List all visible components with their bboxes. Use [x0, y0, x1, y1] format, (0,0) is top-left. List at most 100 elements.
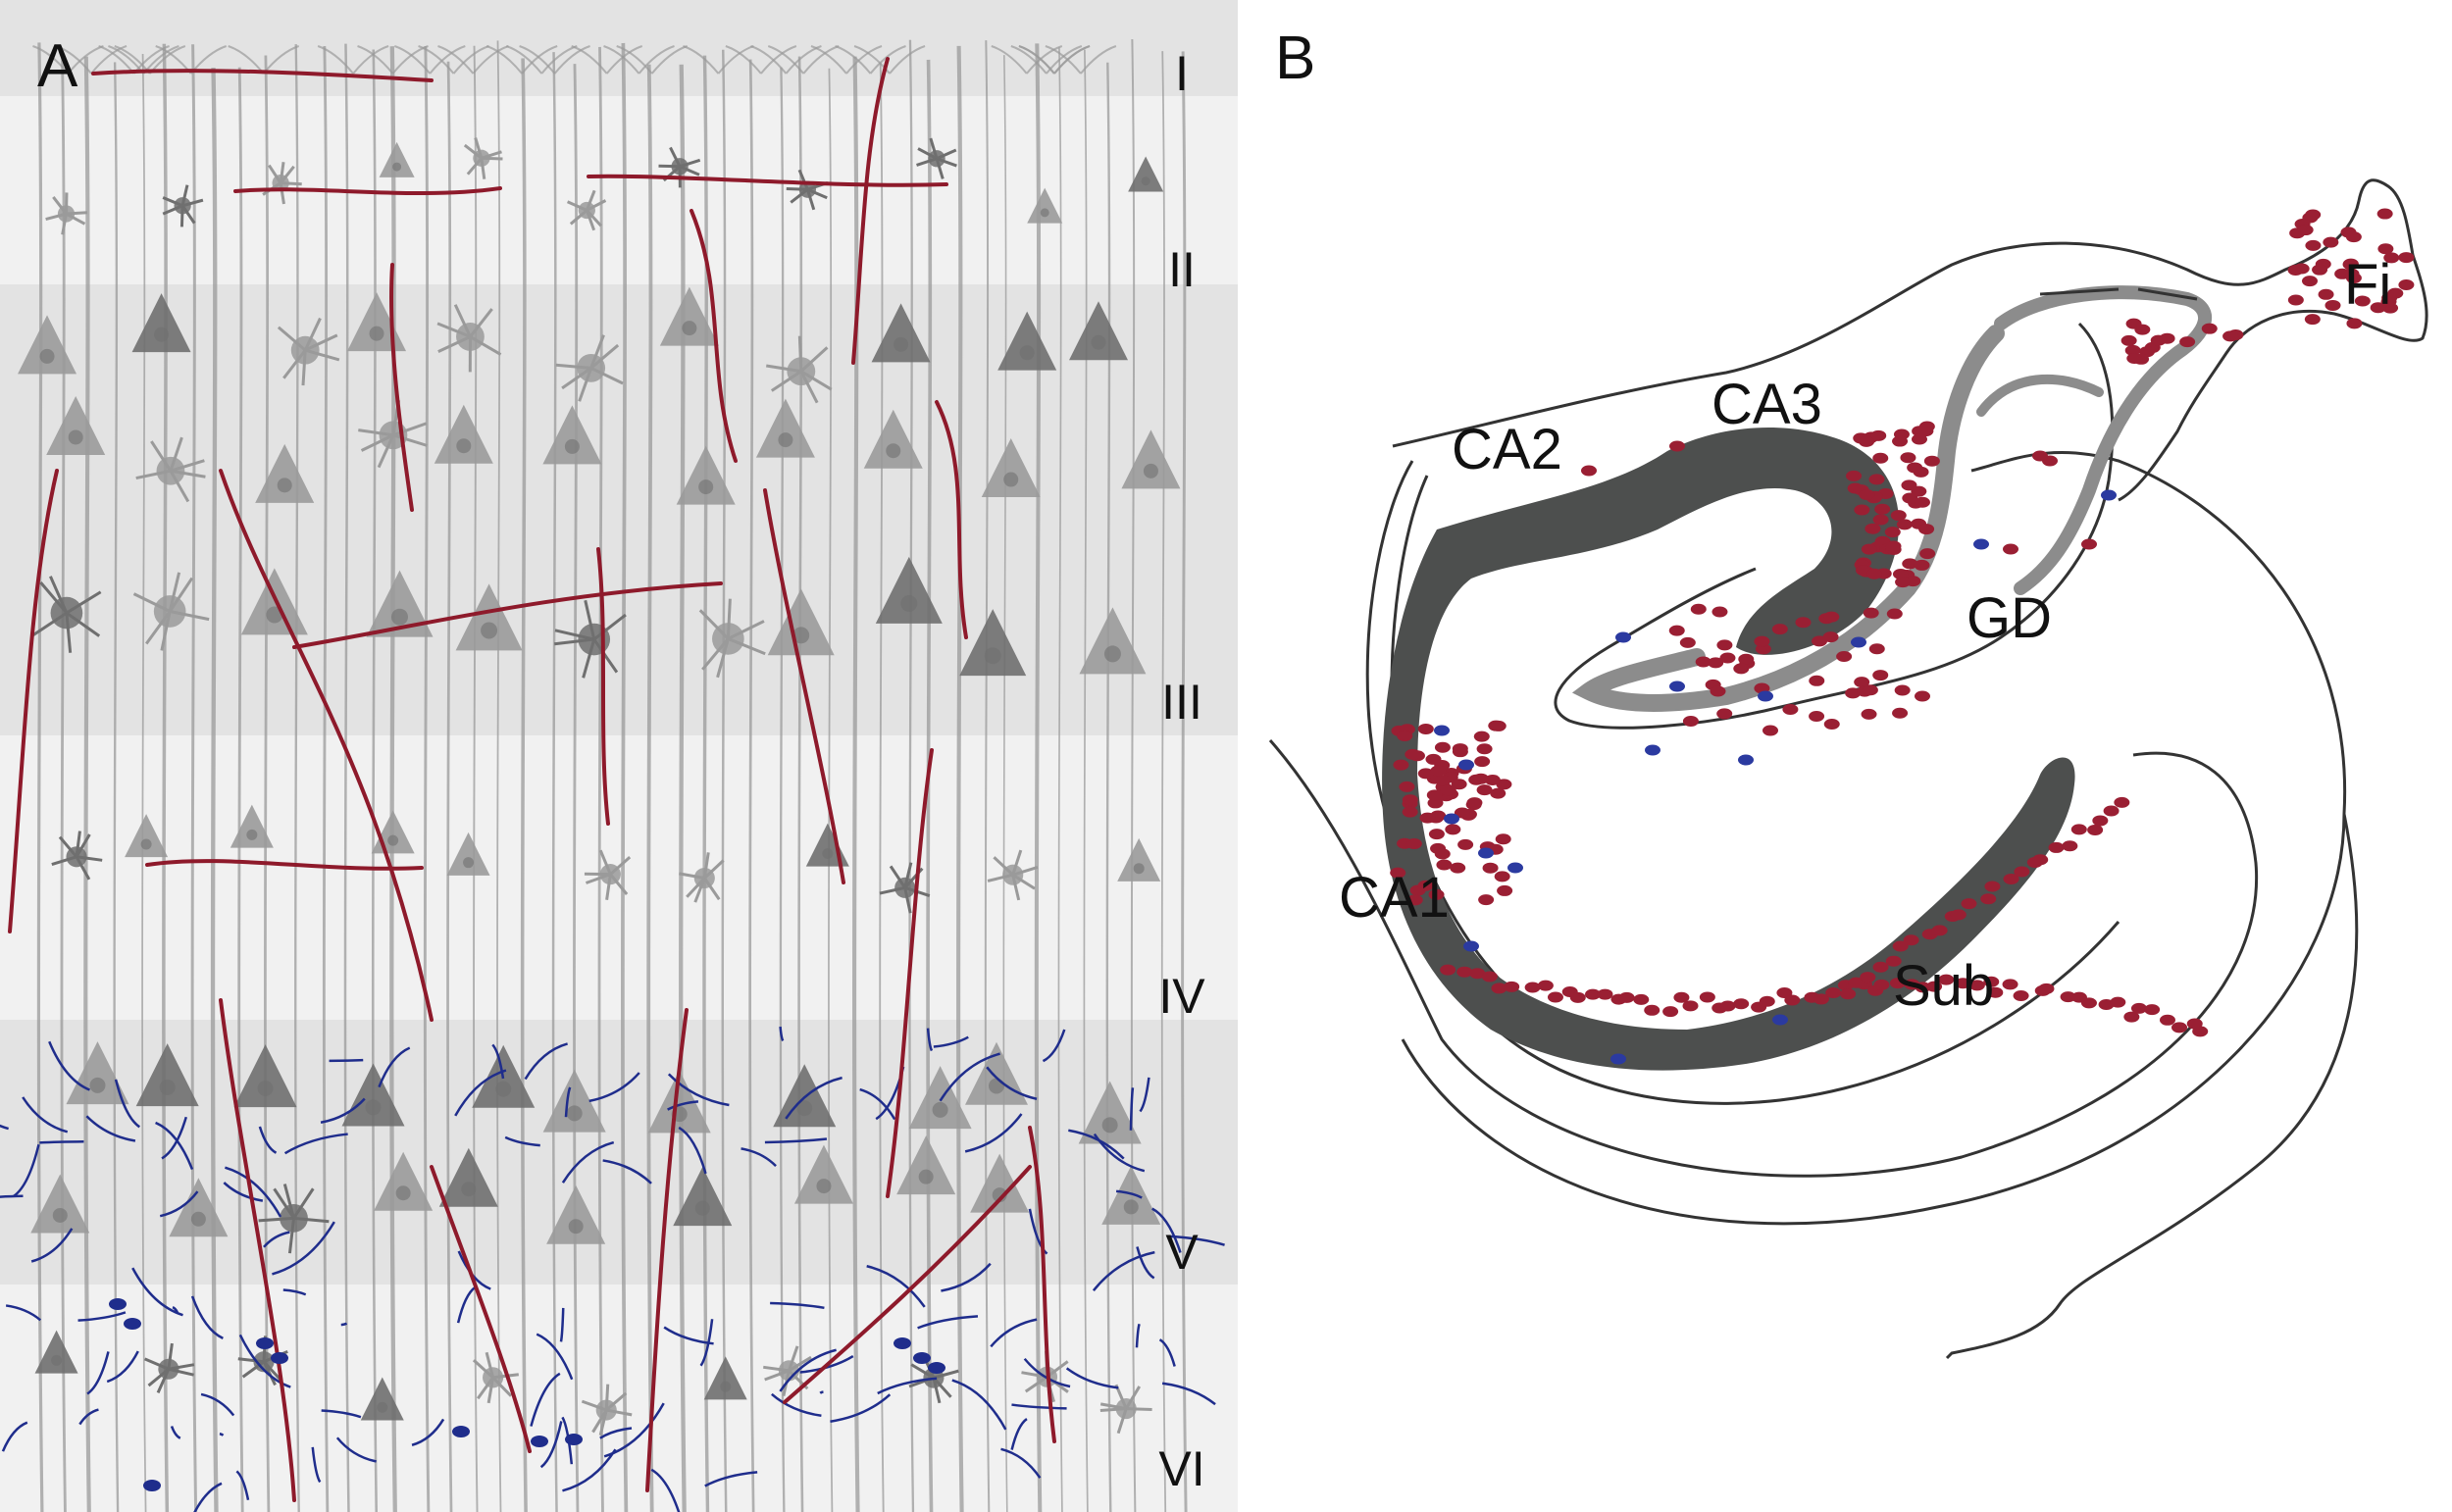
blue-fiber [770, 1301, 825, 1310]
red-cell-dot [2301, 276, 2318, 287]
apical-dendrite-line [237, 67, 244, 1512]
pyramidal-neuron [908, 1066, 972, 1130]
stellate-process [476, 1376, 494, 1400]
blue-fiber [78, 1408, 99, 1426]
red-cell-dot [1926, 981, 1943, 992]
neuron-nucleus [1133, 863, 1145, 875]
red-cell-dot [1848, 977, 1865, 988]
blue-cell-dots [1434, 489, 2117, 1065]
red-vessel [645, 1008, 689, 1492]
red-cell-dot [1968, 980, 1985, 991]
stellate-process [132, 592, 171, 613]
pyramidal-neuron [755, 398, 815, 458]
stellate-process [169, 610, 210, 622]
pyramidal-neuron [374, 1151, 434, 1211]
stellate-process [581, 1399, 607, 1412]
apical-dendrite-line [748, 59, 755, 1512]
stellate-process [162, 196, 183, 208]
neuron-nucleus [778, 432, 793, 448]
stellate-process [910, 1363, 935, 1380]
blue-fiber [741, 1147, 777, 1168]
lower-tail-outline [1945, 813, 2359, 1360]
red-cell-dot [2297, 225, 2314, 236]
red-cell-dot [2334, 268, 2351, 279]
stellate-process [481, 150, 502, 160]
red-cell-dot [2323, 236, 2339, 248]
red-cell-dot [1872, 514, 1889, 526]
red-cell-dot [1491, 983, 1507, 994]
blue-fiber [1093, 1133, 1146, 1173]
red-cell-dot [1825, 986, 1842, 998]
red-cell-dot [2179, 336, 2196, 348]
blue-fiber [699, 1319, 714, 1367]
dendrite-branch [418, 45, 489, 75]
stellate-process [727, 637, 766, 656]
blue-fiber [562, 1448, 617, 1492]
blue-cell-dot [1645, 744, 1660, 756]
stellate-process [170, 469, 206, 479]
blue-cell-dot [2101, 489, 2117, 501]
blue-fiber [524, 1042, 568, 1081]
pyramidal-neuron [767, 588, 835, 656]
blue-nucleus-dot [452, 1426, 470, 1437]
red-cell-dot [1754, 635, 1770, 647]
stellate-process [181, 198, 204, 208]
pyramidal-neuron [1027, 187, 1063, 224]
red-vessel [219, 469, 434, 1022]
stellate-process [932, 1377, 952, 1398]
stellate-process [392, 433, 428, 447]
apical-dendrite-line [679, 64, 687, 1512]
red-cell-dot [1402, 806, 1418, 818]
red-cell-dot [1911, 433, 1927, 445]
blue-fiber [238, 1334, 291, 1388]
stellate-process [592, 638, 619, 674]
blue-cell-dot [1444, 813, 1459, 825]
red-cell-dot [1795, 617, 1812, 629]
red-cell-dot [1918, 524, 1935, 535]
red-cell-dot [1699, 991, 1715, 1003]
blue-fiber [941, 1262, 992, 1292]
red-vessel [851, 57, 890, 365]
stellate-process [463, 143, 483, 160]
red-cell-dot [1892, 569, 1909, 580]
neuron-nucleus [1019, 345, 1035, 361]
red-cell-dot [2103, 805, 2120, 817]
stellate-process [377, 434, 395, 469]
red-cell-dot [1823, 719, 1840, 731]
blue-fiber [13, 1143, 40, 1197]
blue-fiber [859, 1087, 896, 1121]
blue-fiber [764, 1137, 828, 1144]
red-cell-dot [1854, 504, 1870, 516]
red-cell-dot [1710, 685, 1726, 697]
stellate-process [268, 164, 282, 184]
red-cell-dot [2377, 243, 2394, 255]
red-cell-dot [1695, 656, 1711, 668]
region-label-ca3: CA3 [1711, 373, 1822, 436]
blue-fiber [411, 1418, 445, 1446]
red-cell-dot [1861, 543, 1877, 555]
stellate-process [169, 470, 190, 503]
stellate-process [936, 157, 957, 168]
apical-dendrite-line [322, 45, 330, 1512]
neuron-nucleus [796, 1100, 813, 1117]
red-cell-dot [1892, 435, 1909, 447]
red-cell-dot [2120, 334, 2137, 346]
blue-fiber [272, 1221, 335, 1276]
stellate-process [605, 1391, 628, 1412]
dendrite-branch [393, 45, 466, 75]
blue-fiber [114, 1079, 141, 1129]
blue-fiber [283, 1133, 348, 1155]
apical-dendrite-line [646, 64, 654, 1512]
red-cell-dot [2087, 824, 2104, 835]
stellate-process [586, 199, 607, 212]
red-cell-dot [1679, 636, 1696, 648]
red-cell-dot [1405, 748, 1421, 760]
blue-fiber [559, 1307, 565, 1342]
neuron-nucleus [277, 478, 292, 493]
blue-cell-dot [1758, 690, 1773, 702]
blue-fiber [85, 1115, 136, 1142]
pyramidal-neuron [1117, 837, 1161, 882]
red-cell-dot [1861, 708, 1877, 720]
pyramidal-neuron [773, 1064, 837, 1128]
red-cell-dot [2304, 314, 2321, 326]
